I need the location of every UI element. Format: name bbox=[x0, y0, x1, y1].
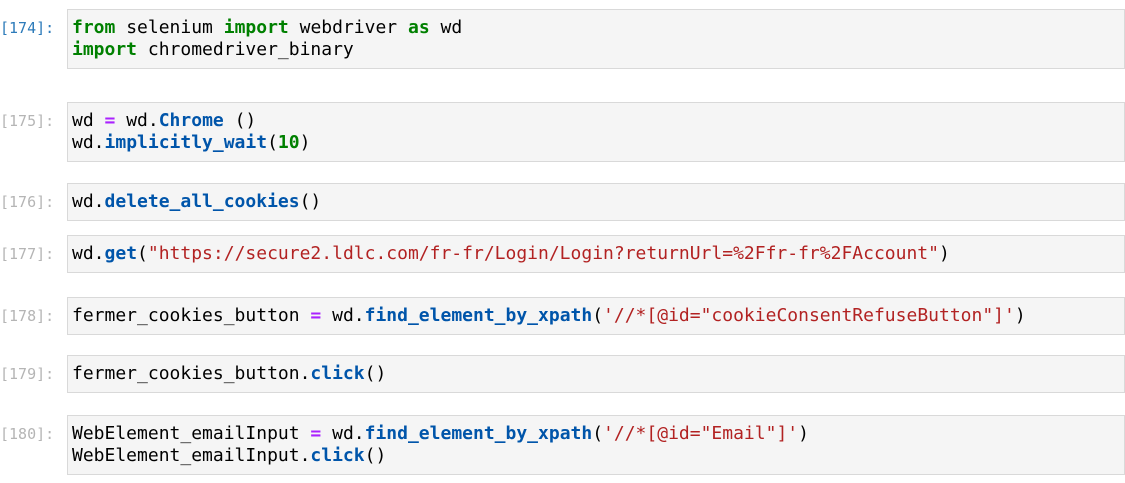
code-token-prop: get bbox=[104, 243, 138, 264]
code-line: fermer_cookies_button = wd.find_element_… bbox=[72, 305, 1116, 327]
code-token-pl: WebElement_emailInput bbox=[72, 423, 311, 444]
code-line: wd.implicitly_wait(10) bbox=[72, 132, 1116, 154]
code-token-pl: fermer_cookies_button bbox=[72, 305, 311, 326]
code-input-area[interactable]: wd = wd.Chrome ()wd.implicitly_wait(10) bbox=[67, 102, 1125, 162]
code-input-area[interactable]: fermer_cookies_button.click() bbox=[67, 355, 1125, 393]
code-cell: [178]: fermer_cookies_button = wd.find_el… bbox=[0, 297, 1125, 335]
code-input-area[interactable]: wd.get("https://secure2.ldlc.com/fr-fr/L… bbox=[67, 235, 1125, 273]
code-token-pl: ) bbox=[299, 132, 311, 153]
code-cell: [179]: fermer_cookies_button.click() bbox=[0, 355, 1125, 393]
code-token-kw: as bbox=[407, 17, 430, 38]
code-input-area[interactable]: WebElement_emailInput = wd.find_element_… bbox=[67, 415, 1125, 475]
code-token-kw: from bbox=[72, 17, 116, 38]
code-token-str: '//*[@id="cookieConsentRefuseButton"]' bbox=[603, 305, 1015, 326]
code-token-pl: ) bbox=[938, 243, 950, 264]
code-input-area[interactable]: wd.delete_all_cookies() bbox=[67, 183, 1125, 221]
code-line: from selenium import webdriver as wd bbox=[72, 17, 1116, 39]
notebook-cell-list: [174]: from selenium import webdriver as … bbox=[0, 9, 1125, 475]
code-token-op: = bbox=[310, 305, 322, 326]
code-token-pl: wd. bbox=[72, 191, 105, 212]
code-line: wd.delete_all_cookies() bbox=[72, 191, 1116, 213]
code-token-pl: wd. bbox=[72, 243, 105, 264]
code-token-pl: () bbox=[364, 445, 387, 466]
execution-count: [178]: bbox=[0, 307, 55, 325]
code-token-prop: Chrome bbox=[158, 110, 224, 131]
code-cell: [174]: from selenium import webdriver as … bbox=[0, 9, 1125, 69]
code-cell: [176]: wd.delete_all_cookies() bbox=[0, 183, 1125, 221]
code-token-pl: wd. bbox=[115, 110, 159, 131]
code-line: import chromedriver_binary bbox=[72, 39, 1116, 61]
code-token-pl: wd. bbox=[321, 423, 365, 444]
code-token-pl: ( bbox=[137, 243, 148, 264]
code-token-prop: click bbox=[310, 445, 365, 466]
code-token-num: 10 bbox=[277, 132, 300, 153]
execution-count: [177]: bbox=[0, 245, 55, 263]
execution-count: [174]: bbox=[0, 19, 55, 37]
execution-count: [180]: bbox=[0, 425, 55, 443]
code-line: wd = wd.Chrome () bbox=[72, 110, 1116, 132]
code-token-prop: find_element_by_xpath bbox=[364, 305, 593, 326]
code-token-pl: () bbox=[364, 363, 387, 384]
code-token-pl: chromedriver_binary bbox=[137, 39, 354, 60]
code-token-prop: click bbox=[310, 363, 365, 384]
execution-count: [179]: bbox=[0, 365, 55, 383]
code-token-prop: implicitly_wait bbox=[104, 132, 268, 153]
code-token-pl: wd bbox=[429, 17, 463, 38]
code-token-pl: fermer_cookies_button. bbox=[72, 363, 311, 384]
code-line: wd.get("https://secure2.ldlc.com/fr-fr/L… bbox=[72, 243, 1116, 265]
code-cell: [180]: WebElement_emailInput = wd.find_el… bbox=[0, 415, 1125, 475]
code-token-pl: ( bbox=[267, 132, 278, 153]
code-token-pl: ) bbox=[1014, 305, 1026, 326]
code-line: WebElement_emailInput.click() bbox=[72, 445, 1116, 467]
code-line: fermer_cookies_button.click() bbox=[72, 363, 1116, 385]
code-token-pl: webdriver bbox=[288, 17, 408, 38]
code-token-op: = bbox=[310, 423, 322, 444]
code-line: WebElement_emailInput = wd.find_element_… bbox=[72, 423, 1116, 445]
code-token-pl: () bbox=[223, 110, 257, 131]
execution-count: [175]: bbox=[0, 112, 55, 130]
code-input-area[interactable]: fermer_cookies_button = wd.find_element_… bbox=[67, 297, 1125, 335]
code-token-kw: import bbox=[72, 39, 138, 60]
notebook-page: { "notebook": { "colors": { "page-bg": "… bbox=[0, 9, 1125, 483]
code-token-pl: ) bbox=[798, 423, 809, 444]
code-token-pl: ( bbox=[592, 423, 604, 444]
code-token-prop: find_element_by_xpath bbox=[364, 423, 593, 444]
code-token-pl: WebElement_emailInput. bbox=[72, 445, 311, 466]
code-token-str: "https://secure2.ldlc.com/fr-fr/Login/Lo… bbox=[147, 243, 939, 264]
code-token-kw: import bbox=[223, 17, 289, 38]
code-cell: [175]:wd = wd.Chrome ()wd.implicitly_wai… bbox=[0, 102, 1125, 162]
code-token-str: '//*[@id="Email"]' bbox=[603, 423, 799, 444]
code-token-pl: () bbox=[299, 191, 322, 212]
code-token-pl: ( bbox=[592, 305, 604, 326]
code-token-pl: wd bbox=[72, 110, 105, 131]
code-cell: [177]: wd.get("https://secure2.ldlc.com/f… bbox=[0, 235, 1125, 273]
code-token-op: = bbox=[104, 110, 116, 131]
code-token-pl: wd. bbox=[72, 132, 105, 153]
code-token-pl: selenium bbox=[115, 17, 224, 38]
execution-count: [176]: bbox=[0, 193, 55, 211]
code-token-pl: wd. bbox=[321, 305, 365, 326]
code-token-prop: delete_all_cookies bbox=[104, 191, 300, 212]
